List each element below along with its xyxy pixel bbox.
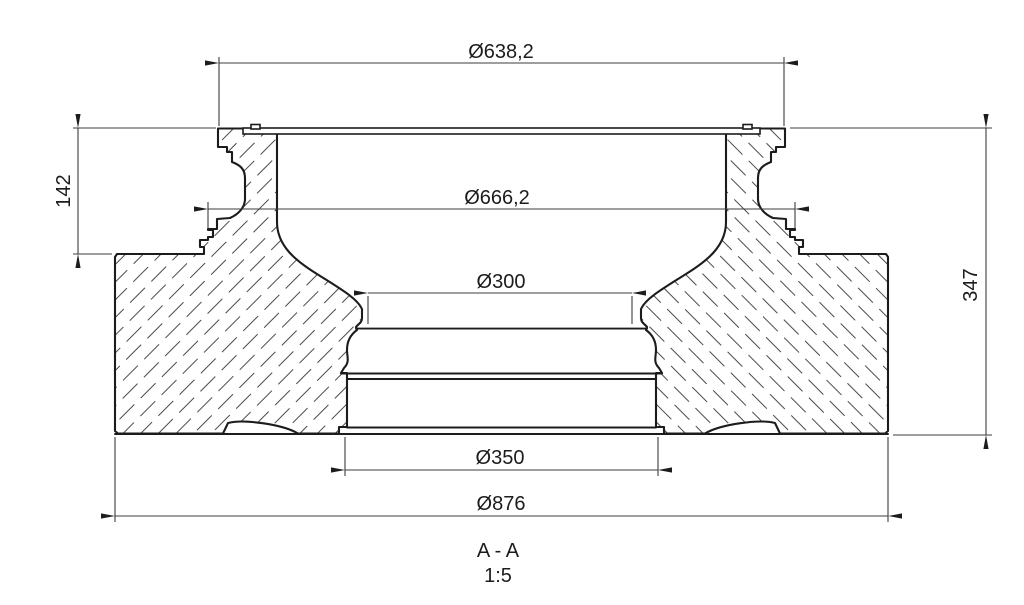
- dim-top-flange-diameter: Ø638,2: [205, 41, 798, 126]
- dim-label-top-flange-diameter: Ø638,2: [468, 41, 534, 63]
- dim-label-groove-diameter: Ø666,2: [464, 187, 530, 209]
- dim-bore-bottom-diameter: Ø350: [331, 437, 672, 476]
- dim-groove-diameter: Ø666,2: [194, 187, 809, 228]
- dim-label-bore-top-diameter: Ø300: [477, 271, 526, 293]
- dim-overall-height: 347: [790, 114, 992, 449]
- dim-label-overall-height: 347: [960, 268, 982, 301]
- section-label: A - A: [477, 540, 520, 562]
- top-band-left-notch: [250, 123, 261, 130]
- top-band-right-notch: [742, 123, 753, 130]
- dim-label-outer-diameter: Ø876: [477, 493, 526, 515]
- part-cross-section: [113, 123, 890, 435]
- top-band: [242, 127, 761, 135]
- dim-outer-diameter: Ø876: [101, 437, 902, 522]
- scale-label: 1:5: [484, 565, 512, 587]
- dim-label-bore-bottom-diameter: Ø350: [476, 447, 525, 469]
- dim-bore-top-diameter: Ø300: [354, 271, 646, 324]
- dim-label-rim-height: 142: [53, 174, 75, 207]
- dim-rim-height: 142: [53, 114, 216, 268]
